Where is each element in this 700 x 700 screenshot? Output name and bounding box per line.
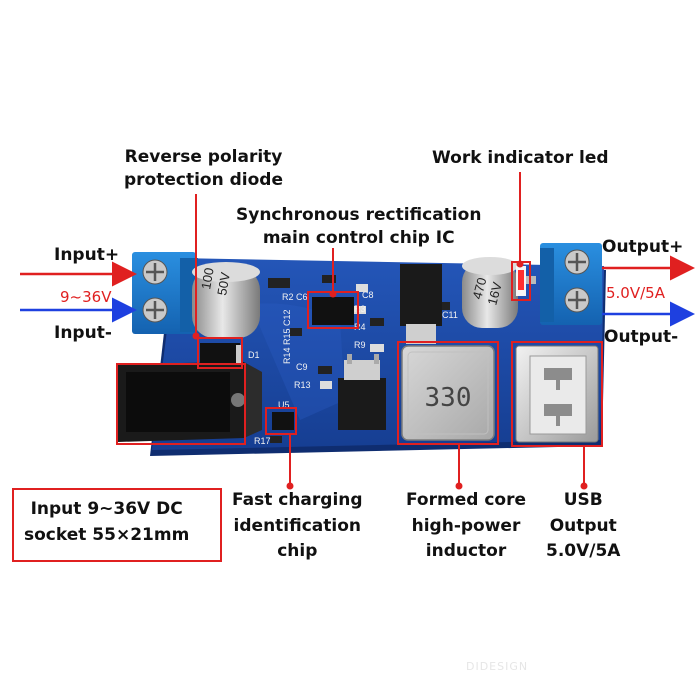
usb-output-label: USB Output 5.0V/5A bbox=[546, 488, 620, 565]
silk-r3: R3 bbox=[354, 304, 366, 314]
output-voltage-label: 5.0V/5A bbox=[606, 284, 665, 302]
silk-vertical: R14 R15 C12 bbox=[282, 309, 292, 364]
highlight-inductor bbox=[397, 341, 499, 445]
silk-c8: C8 bbox=[362, 290, 374, 300]
silk-r4: R4 bbox=[354, 322, 366, 332]
silk-c6: C6 bbox=[296, 292, 308, 302]
watermark: DIDESIGN bbox=[466, 660, 529, 673]
input-voltage-label: 9~36V bbox=[60, 288, 112, 306]
output-terminal-block bbox=[540, 243, 602, 325]
inductor-line2: high-power bbox=[411, 515, 521, 536]
output-capacitor: 470 16V bbox=[462, 257, 518, 328]
cap-left-voltage-text: 50V bbox=[214, 271, 233, 297]
silk-r2: R2 bbox=[282, 292, 294, 302]
silk-r17: R17 bbox=[254, 436, 271, 446]
silk-r9: R9 bbox=[354, 340, 366, 350]
reverse-polarity-label: Reverse polarity protection diode bbox=[124, 146, 283, 192]
fast-charge-line3: chip bbox=[277, 541, 318, 561]
smd-components bbox=[200, 264, 536, 443]
dc-socket-label: Input 9~36V DC socket 55×21mm bbox=[24, 497, 189, 548]
sync-ic-label: Synchronous rectification main control c… bbox=[236, 204, 481, 250]
inductor-line3: inductor bbox=[425, 541, 507, 561]
sync-ic-line2: main control chip IC bbox=[262, 227, 455, 248]
highlight-dc-jack bbox=[116, 363, 246, 445]
input-terminal-block bbox=[132, 252, 198, 334]
silk-u5: U5 bbox=[278, 400, 290, 410]
reverse-polarity-line1: Reverse polarity bbox=[124, 147, 283, 167]
dc-socket-line1: Input 9~36V DC bbox=[30, 499, 183, 519]
cap-right-value-text: 470 bbox=[469, 276, 489, 301]
silk-c11: C11 bbox=[442, 310, 458, 320]
cap-right-voltage-text: 16V bbox=[484, 280, 505, 307]
sync-ic-line1: Synchronous rectification bbox=[236, 205, 482, 225]
fast-charge-line2: identification bbox=[233, 515, 362, 536]
highlight-usb bbox=[511, 341, 603, 447]
input-capacitor: 100 50V bbox=[192, 262, 260, 338]
silkscreen-labels: R2 C6 C8 R3 R4 R9 C11 D1 U5 R17 R13 C9 R… bbox=[248, 290, 458, 446]
output-minus-label: Output- bbox=[604, 327, 679, 347]
silk-r13: R13 bbox=[294, 380, 311, 390]
input-plus-label: Input+ bbox=[54, 245, 120, 265]
io-arrows bbox=[20, 255, 695, 327]
fast-charge-label: Fast charging identification chip bbox=[232, 488, 363, 565]
usb-line3: 5.0V/5A bbox=[546, 541, 621, 561]
inductor-line1: Formed core bbox=[406, 490, 526, 510]
inductor-code-text: 330 bbox=[425, 383, 472, 413]
usb-line2: Output bbox=[549, 515, 617, 536]
highlight-fast-chip bbox=[265, 407, 297, 435]
dc-socket-line2: socket 55×21mm bbox=[24, 524, 190, 545]
power-inductor: 330 bbox=[401, 345, 495, 441]
dc-barrel-jack bbox=[118, 362, 262, 442]
cap-left-value-text: 100 bbox=[198, 267, 217, 291]
usb-line1: USB bbox=[563, 490, 603, 510]
callout-dots bbox=[192, 260, 588, 490]
fast-charge-line1: Fast charging bbox=[232, 490, 363, 510]
work-indicator-label: Work indicator led bbox=[432, 148, 609, 168]
usb-port bbox=[515, 345, 599, 443]
highlight-diode bbox=[197, 337, 243, 369]
silk-c9: C9 bbox=[296, 362, 308, 372]
reverse-polarity-line2: protection diode bbox=[124, 169, 283, 190]
output-plus-label: Output+ bbox=[602, 237, 684, 257]
dc-socket-label-box bbox=[12, 488, 222, 562]
callout-lines bbox=[195, 172, 585, 484]
silk-d1: D1 bbox=[248, 350, 260, 360]
input-minus-label: Input- bbox=[54, 323, 112, 343]
inductor-label: Formed core high-power inductor bbox=[406, 488, 526, 565]
